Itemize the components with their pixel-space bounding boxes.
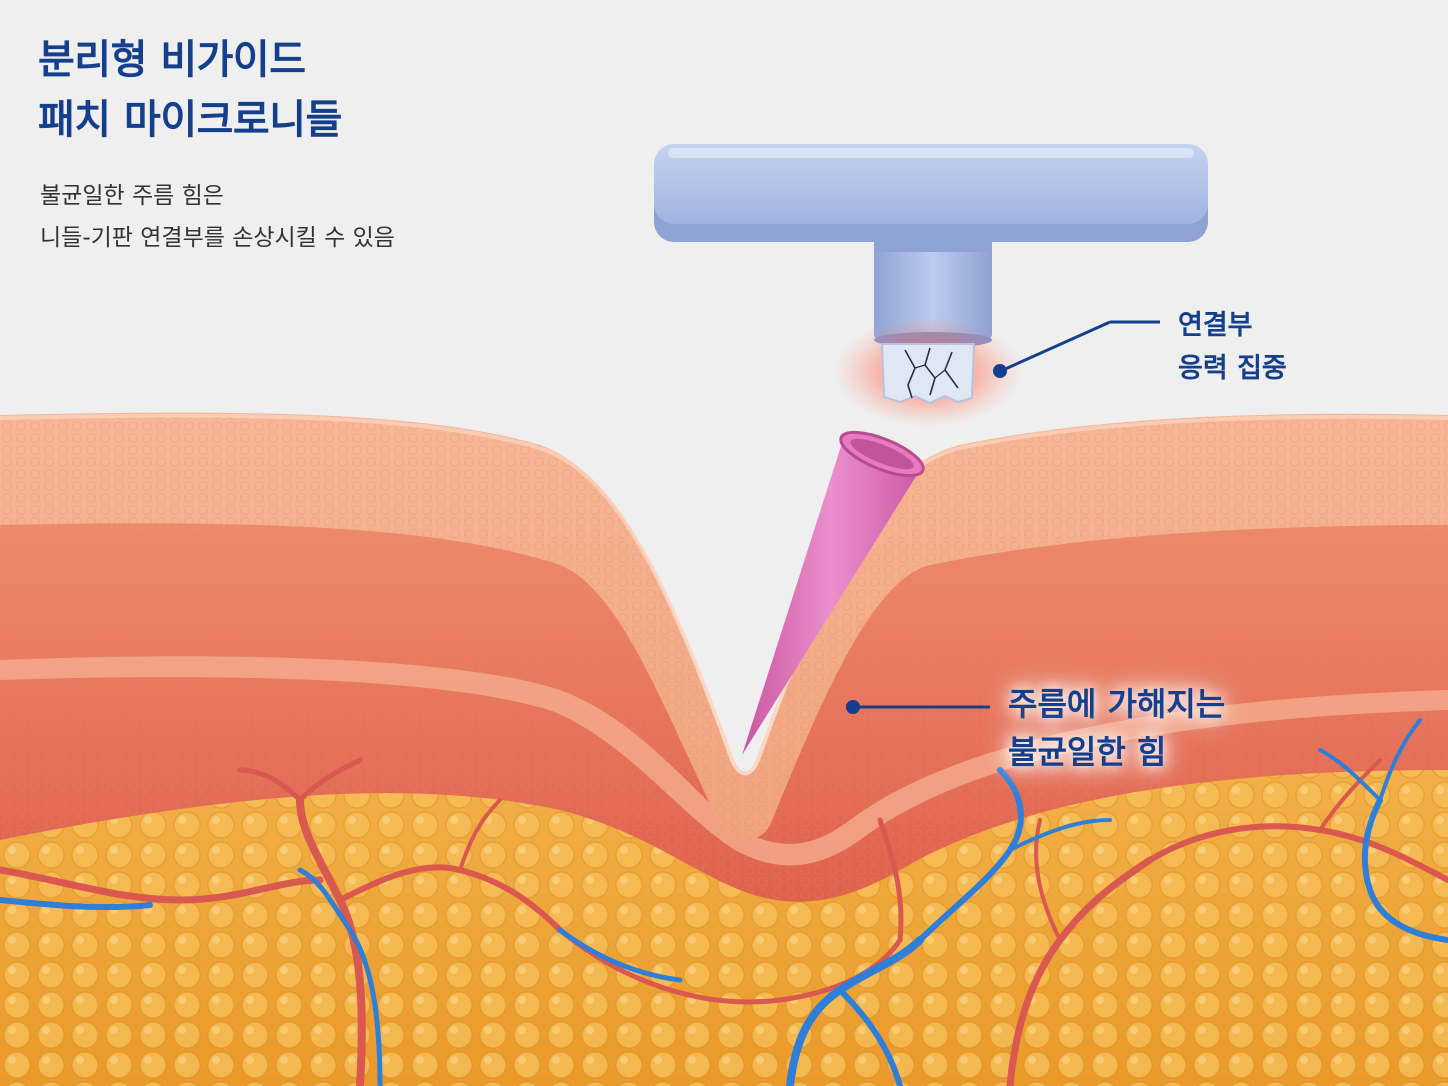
wrinkle-callout-line-2: 불균일한 힘 [1008,733,1167,771]
fractured-joint [880,343,976,405]
joint-callout-dot [993,364,1007,378]
veins [0,718,1448,1086]
wrinkle-callout-dot [846,700,860,714]
patch-backing [654,144,1208,242]
microneedle [742,430,925,755]
dermis-texture [0,518,1448,902]
joint-stress-callout: 연결부 응력 집중 [1178,304,1287,390]
joint-callout-line-2: 응력 집중 [1178,353,1287,384]
callout-leaders [846,320,1160,714]
subtitle-line-2: 니들-기판 연결부를 손상시킬 수 있음 [40,225,395,251]
joint-callout-line-1: 연결부 [1178,310,1253,341]
subtitle-line-1: 불균일한 주름 힘은 [40,183,224,209]
diagram-subtitle: 불균일한 주름 힘은 니들-기판 연결부를 손상시킬 수 있음 [40,175,395,259]
epidermis-highlight [0,413,1448,776]
epidermis-texture [0,412,1448,840]
arteries [0,757,1448,1086]
diagram-title: 분리형 비가이드 패치 마이크로니들 [38,30,342,150]
wrinkle-force-callout: 주름에 가해지는 불균일한 힘 [1008,680,1225,776]
wrinkle-callout-line-1: 주름에 가해지는 [1008,685,1226,723]
title-line-2: 패치 마이크로니들 [38,97,342,143]
title-line-1: 분리형 비가이드 [38,37,306,83]
